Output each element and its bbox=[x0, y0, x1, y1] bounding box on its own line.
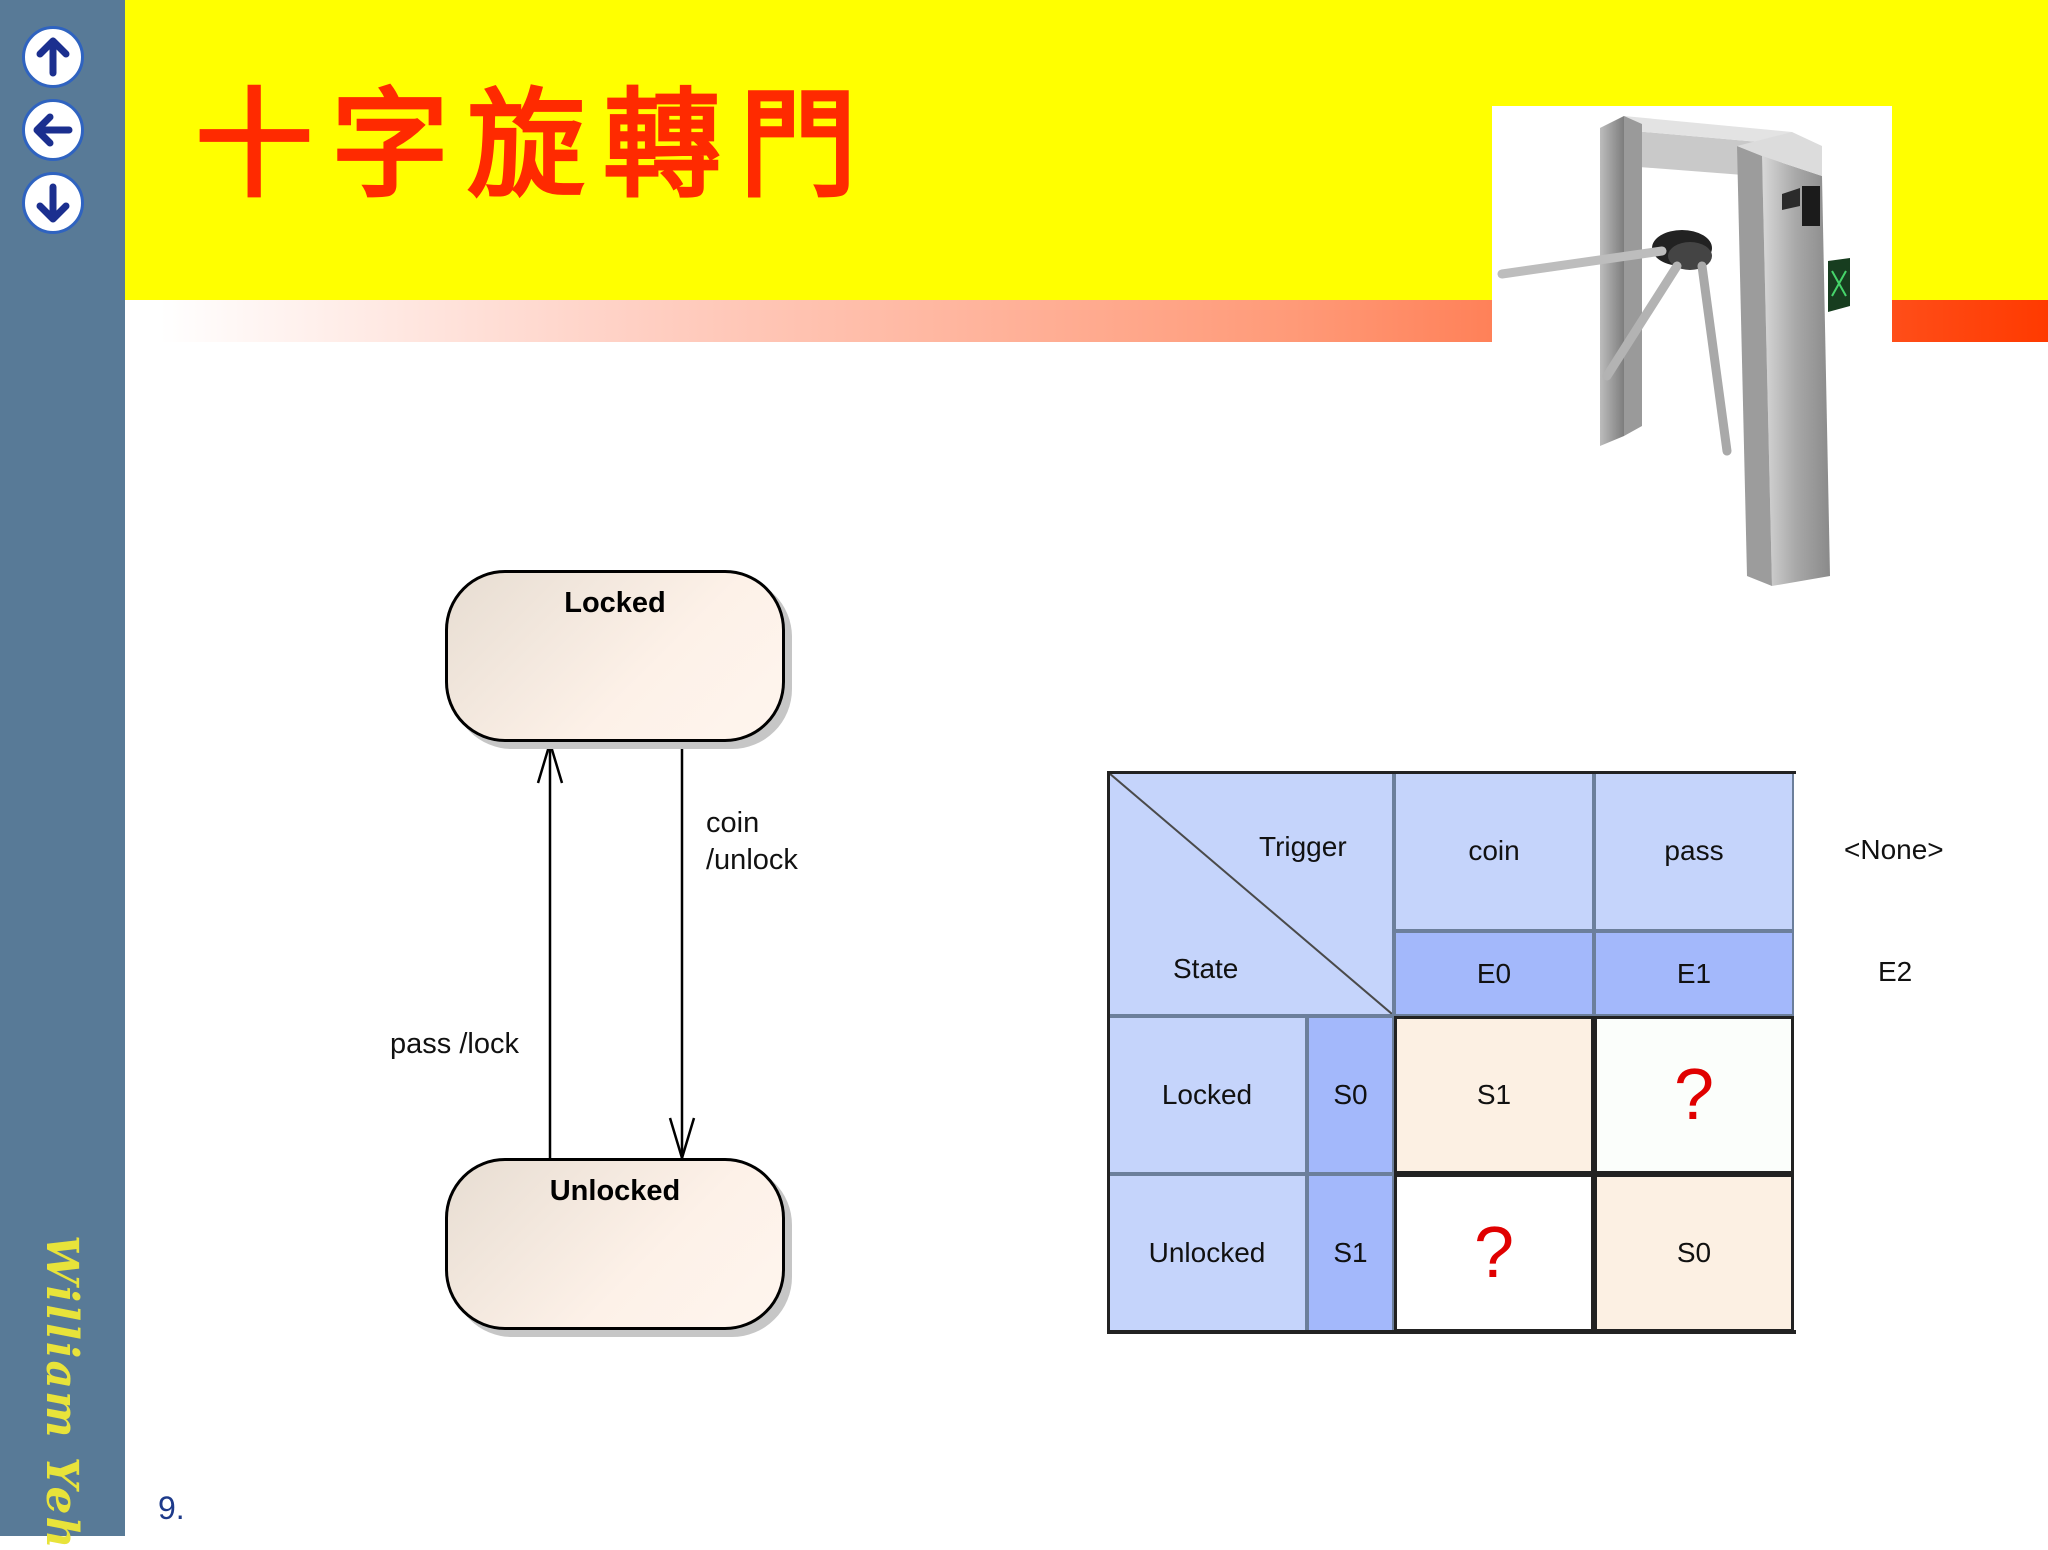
cell-locked-coin: S1 bbox=[1394, 1016, 1594, 1174]
cell-unlocked-coin: ? bbox=[1394, 1174, 1594, 1332]
arrow-down-icon bbox=[36, 183, 70, 223]
sidebar: William Yeh bbox=[0, 0, 125, 1550]
state-unlocked-label: Unlocked bbox=[549, 1175, 681, 1207]
extra-trigger-none: <None> bbox=[1844, 834, 1944, 865]
arrow-left-icon bbox=[33, 113, 73, 147]
nav-down-button[interactable] bbox=[22, 172, 84, 234]
table-corner-cell: Trigger State bbox=[1107, 771, 1394, 1016]
extra-trigger-code-e2: E2 bbox=[1878, 956, 1913, 987]
row-state-unlocked: Unlocked bbox=[1107, 1174, 1307, 1332]
state-locked-label: Locked bbox=[564, 587, 666, 619]
corner-state-label: State bbox=[1173, 953, 1239, 984]
slide-title: 十字旋轉門 bbox=[195, 76, 876, 214]
nav-up-button[interactable] bbox=[22, 26, 84, 88]
transition-coin-unlock-label: coin /unlock bbox=[706, 807, 798, 876]
cell-locked-pass: ? bbox=[1594, 1016, 1794, 1174]
state-transition-table: Trigger State coin pass E0 E1 Locked S0 … bbox=[1107, 771, 1797, 1335]
trigger-header-coin: coin bbox=[1394, 771, 1594, 931]
trigger-code-e0: E0 bbox=[1394, 931, 1594, 1016]
transition-pass-lock-label: pass /lock bbox=[390, 1028, 519, 1060]
cell-unlocked-pass: S0 bbox=[1594, 1174, 1794, 1332]
row-code-s1: S1 bbox=[1307, 1174, 1394, 1332]
row-code-s0: S0 bbox=[1307, 1016, 1394, 1174]
nav-back-button[interactable] bbox=[22, 99, 84, 161]
corner-trigger-label: Trigger bbox=[1259, 831, 1347, 862]
trigger-code-e1: E1 bbox=[1594, 931, 1794, 1016]
state-diagram: Locked Unlocked coin /unlock pass /lock bbox=[380, 560, 840, 1350]
trigger-header-pass: pass bbox=[1594, 771, 1794, 931]
corner-diagonal bbox=[1109, 773, 1392, 1014]
page-number: 9. bbox=[158, 1490, 185, 1526]
turnstile-photo bbox=[1492, 106, 1892, 596]
state-unlocked[interactable]: Unlocked bbox=[445, 1158, 785, 1330]
author-signature: William Yeh bbox=[36, 1235, 87, 1550]
arrow-up-icon bbox=[36, 37, 70, 77]
row-state-locked: Locked bbox=[1107, 1016, 1307, 1174]
state-locked[interactable]: Locked bbox=[445, 570, 785, 742]
